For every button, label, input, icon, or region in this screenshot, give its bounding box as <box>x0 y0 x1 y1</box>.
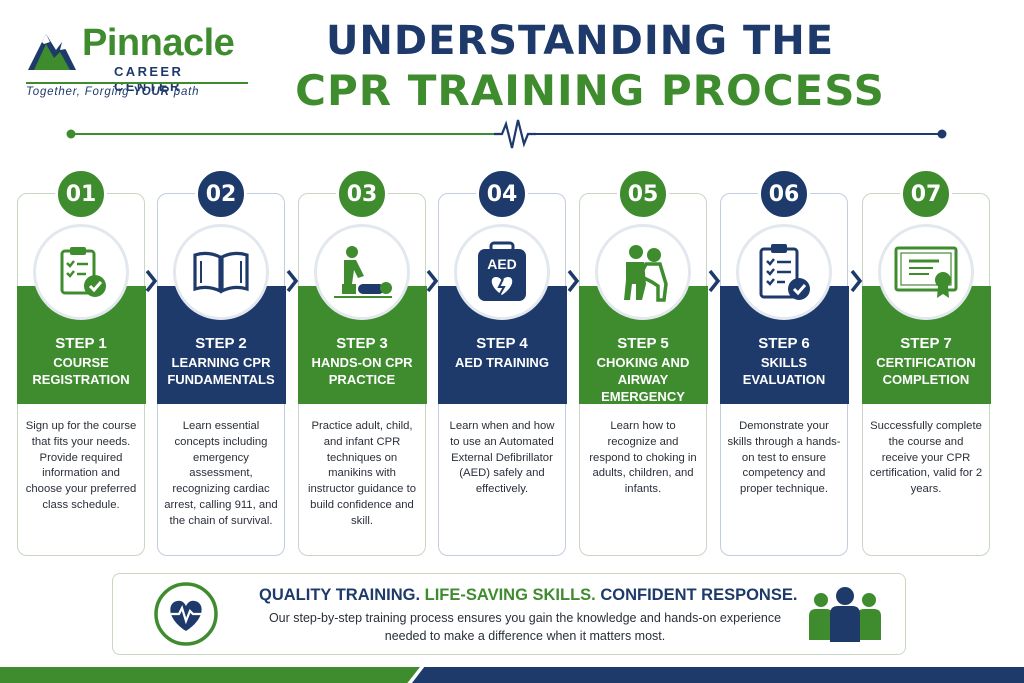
step-card-5: 05 STEP 5 CHOKING AND AIRWAY EMERGENCY R… <box>578 168 708 556</box>
step-number-badge: 01 <box>55 168 107 220</box>
page-title-line1: UNDERSTANDING THE <box>325 18 835 64</box>
step-icon-circle <box>736 224 832 320</box>
step-title: COURSE REGISTRATION <box>32 355 130 387</box>
step-description: Learn when and how to use an Automated E… <box>449 420 555 496</box>
step-heading: STEP 1 COURSE REGISTRATION <box>18 334 144 388</box>
footer-bar-green <box>0 667 420 683</box>
quality-banner: QUALITY TRAINING. LIFE-SAVING SKILLS. CO… <box>112 573 906 655</box>
step-label: STEP 6 <box>758 335 810 352</box>
tagline-bold: YOUR <box>133 86 170 98</box>
chevron-right-icon <box>145 269 158 293</box>
brand-name: Pinnacle <box>82 22 235 64</box>
certificate-icon <box>894 246 958 298</box>
step-card-1: 01 STEP 1 COURSE REGISTRATION Sign up fo… <box>16 168 146 556</box>
step-title: HANDS-ON CPR PRACTICE <box>311 355 413 387</box>
page-title-line2: CPR TRAINING PROCESS <box>295 66 885 115</box>
chevron-right-icon <box>286 269 299 293</box>
step-title: CERTIFICATION COMPLETION <box>876 355 976 387</box>
step-label: STEP 4 <box>476 335 528 352</box>
step-description: Learn how to recognize and respond to ch… <box>589 420 697 496</box>
step-number-badge: 03 <box>336 168 388 220</box>
chevron-right-icon <box>567 269 580 293</box>
step-heading: STEP 3 HANDS-ON CPR PRACTICE <box>299 334 425 388</box>
step-card-4: 04 AED STEP 4 AED TRAINING Learn when an… <box>437 168 567 556</box>
step-card-2: 02 STEP 2 LEARNING CPR FUNDAMENTALS Lear… <box>156 168 286 556</box>
step-icon-circle <box>595 224 691 320</box>
checklist-evaluation-icon <box>759 244 810 300</box>
cpr-practice-icon <box>334 246 392 298</box>
step-heading: STEP 4 AED TRAINING <box>439 334 565 371</box>
heartbeat-divider <box>66 119 947 149</box>
step-number-badge: 06 <box>758 168 810 220</box>
step-description: Practice adult, child, and infant CPR te… <box>307 420 416 527</box>
step-heading: STEP 6 SKILLS EVALUATION <box>721 334 847 388</box>
aed-device-icon: AED <box>478 241 526 301</box>
clipboard-check-icon <box>60 247 106 297</box>
step-card-6: 06 STEP 6 SKILLS EVALUATION Demonstrate … <box>719 168 849 556</box>
step-card-3: 03 STEP 3 HANDS-ON CPR PRACTICE Practice… <box>297 168 427 556</box>
step-heading: STEP 5 CHOKING AND AIRWAY EMERGENCY RESP… <box>580 334 706 422</box>
step-description: Learn essential concepts including emerg… <box>164 420 278 527</box>
step-icon-circle <box>314 224 410 320</box>
step-title: SKILLS EVALUATION <box>742 355 826 387</box>
step-number-badge: 05 <box>617 168 669 220</box>
brand-tagline: Together, Forging YOUR path <box>26 86 199 98</box>
step-number-badge: 07 <box>900 168 952 220</box>
step-label: STEP 1 <box>55 335 107 352</box>
footer-bar-navy <box>412 667 1024 683</box>
step-number-badge: 02 <box>195 168 247 220</box>
step-card-7: 07 STEP 7 CERTIFICATION COMPLETION Succe… <box>861 168 991 556</box>
step-icon-circle <box>878 224 974 320</box>
chevron-right-icon <box>850 269 863 293</box>
step-label: STEP 5 <box>617 335 669 352</box>
brand-logo: Pinnacle CAREER CENTER Together, Forging… <box>26 20 256 100</box>
open-book-icon <box>193 251 249 294</box>
step-title: LEARNING CPR FUNDAMENTALS <box>167 355 275 387</box>
step-description: Sign up for the course that fits your ne… <box>25 420 137 511</box>
step-icon-circle <box>173 224 269 320</box>
tagline-end: path <box>169 86 200 98</box>
step-label: STEP 2 <box>195 335 247 352</box>
chevron-right-icon <box>426 269 439 293</box>
step-number-badge: 04 <box>476 168 528 220</box>
heart-pulse-icon <box>154 582 218 646</box>
team-people-icon <box>809 587 881 642</box>
brand-rule <box>26 82 248 84</box>
choking-response-icon <box>624 245 668 302</box>
step-icon-circle <box>33 224 129 320</box>
aed-label: AED <box>487 256 517 272</box>
mountain-logo-icon <box>28 34 76 70</box>
banner-title-a: QUALITY TRAINING. <box>259 586 425 604</box>
step-title: AED TRAINING <box>455 355 549 370</box>
tagline-start: Together, Forging <box>26 86 134 98</box>
step-icon-circle: AED <box>454 224 550 320</box>
step-description: Successfully complete the course and rec… <box>869 420 983 496</box>
chevron-right-icon <box>708 269 721 293</box>
step-label: STEP 3 <box>336 335 388 352</box>
step-heading: STEP 2 LEARNING CPR FUNDAMENTALS <box>158 334 284 388</box>
step-heading: STEP 7 CERTIFICATION COMPLETION <box>863 334 989 388</box>
step-description: Demonstrate your skills through a hands-… <box>727 420 841 496</box>
banner-title-c: CONFIDENT RESPONSE. <box>595 586 798 604</box>
banner-text: Our step-by-step training process ensure… <box>268 611 782 643</box>
step-label: STEP 7 <box>900 335 952 352</box>
banner-title-b: LIFE-SAVING SKILLS. <box>424 586 596 604</box>
step-title: CHOKING AND AIRWAY EMERGENCY RESPONSE <box>596 355 690 421</box>
banner-title: QUALITY TRAINING. LIFE-SAVING SKILLS. CO… <box>259 586 797 605</box>
